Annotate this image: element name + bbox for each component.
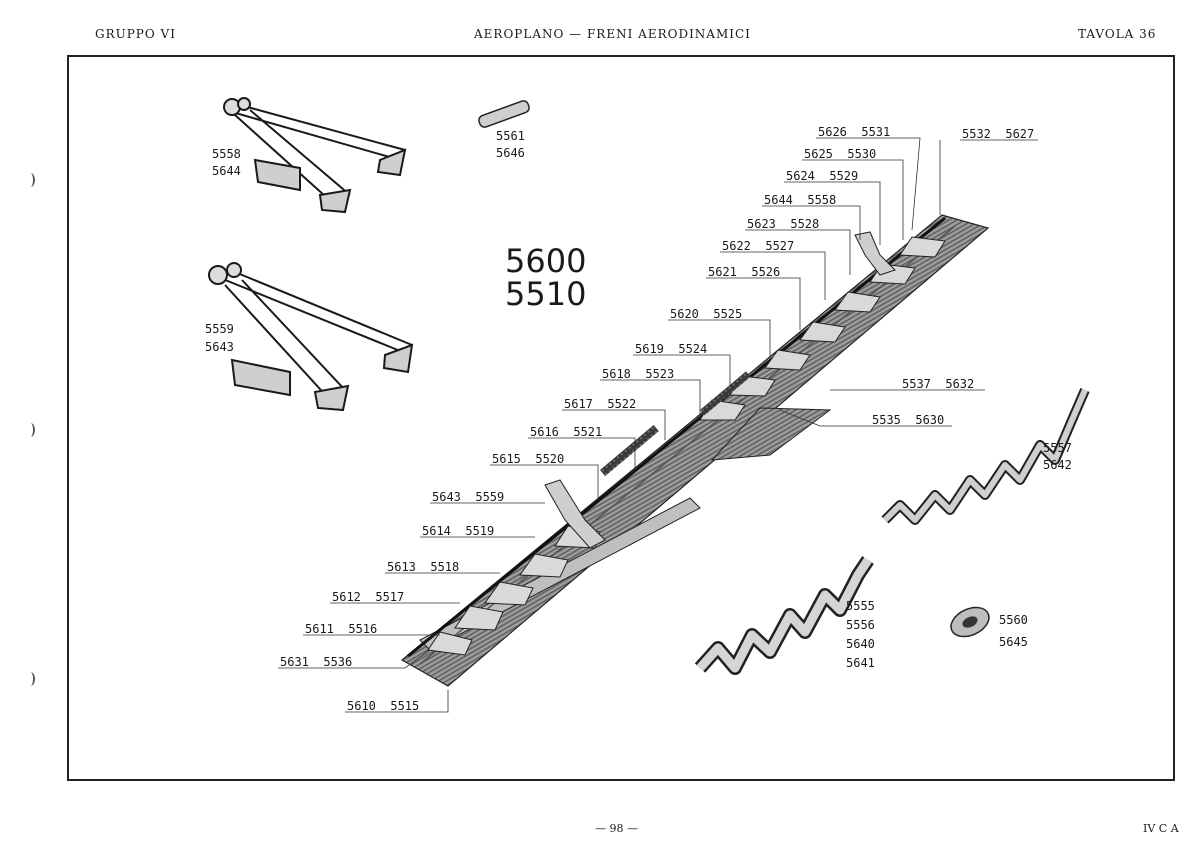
brake-panel-assembly bbox=[400, 214, 990, 687]
part-label-5557: 5557 bbox=[1043, 441, 1072, 455]
pin-5561 bbox=[478, 100, 530, 128]
callout-5537: 5537 5632 bbox=[902, 377, 974, 391]
assembly-number-primary: 5600 bbox=[505, 242, 586, 280]
block-5560 bbox=[950, 606, 990, 638]
binder-hole-icon bbox=[26, 423, 35, 437]
callout-labels: 5626 5531 5532 5627 5625 5530 5624 5529 … bbox=[280, 125, 1034, 713]
part-label-5561: 5561 bbox=[496, 129, 525, 143]
callout-5612: 5612 5517 bbox=[332, 590, 404, 604]
zigzag-strip-5557 bbox=[881, 388, 1090, 525]
binder-hole-icon bbox=[26, 173, 35, 187]
part-label-5559: 5559 bbox=[205, 322, 234, 336]
callout-5615: 5615 5520 bbox=[492, 452, 564, 466]
part-label-5642: 5642 bbox=[1043, 458, 1072, 472]
part-label-5560: 5560 bbox=[999, 613, 1028, 627]
callout-5532: 5532 5627 bbox=[962, 127, 1034, 141]
callout-5622: 5622 5527 bbox=[722, 239, 794, 253]
callout-5617: 5617 5522 bbox=[564, 397, 636, 411]
part-label-5555: 5555 bbox=[846, 599, 875, 613]
bracket-5559 bbox=[208, 262, 414, 412]
callout-5626: 5626 5531 bbox=[818, 125, 890, 139]
leader-lines bbox=[278, 137, 1038, 713]
callout-5643: 5643 5559 bbox=[432, 490, 504, 504]
drawing-frame bbox=[67, 55, 1175, 781]
callout-5613: 5613 5518 bbox=[387, 560, 459, 574]
header-plate: TAVOLA 36 bbox=[1078, 27, 1157, 41]
part-label-5646: 5646 bbox=[496, 146, 525, 160]
callout-5624: 5624 5529 bbox=[786, 169, 858, 183]
callout-5620: 5620 5525 bbox=[670, 307, 742, 321]
bracket-5558 bbox=[223, 97, 407, 214]
callout-5618: 5618 5523 bbox=[602, 367, 674, 381]
binder-hole-icon bbox=[26, 672, 35, 686]
footer-mark: IV C A bbox=[1143, 822, 1179, 835]
part-label-5645: 5645 bbox=[999, 635, 1028, 649]
header-title: AEROPLANO — FRENI AERODINAMICI bbox=[474, 27, 751, 41]
page-number: — 98 — bbox=[595, 822, 638, 835]
callout-5611: 5611 5516 bbox=[305, 622, 377, 636]
callout-5535: 5535 5630 bbox=[872, 413, 944, 427]
assembly-number-secondary: 5510 bbox=[505, 275, 586, 313]
part-label-5558: 5558 bbox=[212, 147, 241, 161]
callout-5644: 5644 5558 bbox=[764, 193, 836, 207]
part-label-5643: 5643 bbox=[205, 340, 234, 354]
callout-5616: 5616 5521 bbox=[530, 425, 602, 439]
zigzag-strip-5555 bbox=[694, 556, 874, 675]
callout-5625: 5625 5530 bbox=[804, 147, 876, 161]
part-label-5644: 5644 bbox=[212, 164, 241, 178]
part-label-5556: 5556 bbox=[846, 618, 875, 632]
callout-5614: 5614 5519 bbox=[422, 524, 494, 538]
callout-5610: 5610 5515 bbox=[347, 699, 419, 713]
part-label-5640: 5640 bbox=[846, 637, 875, 651]
callout-5623: 5623 5528 bbox=[747, 217, 819, 231]
callout-5619: 5619 5524 bbox=[635, 342, 707, 356]
part-number-labels: 5558 5644 5561 5646 5559 5643 5557 5642 … bbox=[205, 129, 1072, 670]
part-label-5641: 5641 bbox=[846, 656, 875, 670]
callout-5631: 5631 5536 bbox=[280, 655, 352, 669]
header-group: GRUPPO VI bbox=[95, 27, 176, 41]
callout-5621: 5621 5526 bbox=[708, 265, 780, 279]
